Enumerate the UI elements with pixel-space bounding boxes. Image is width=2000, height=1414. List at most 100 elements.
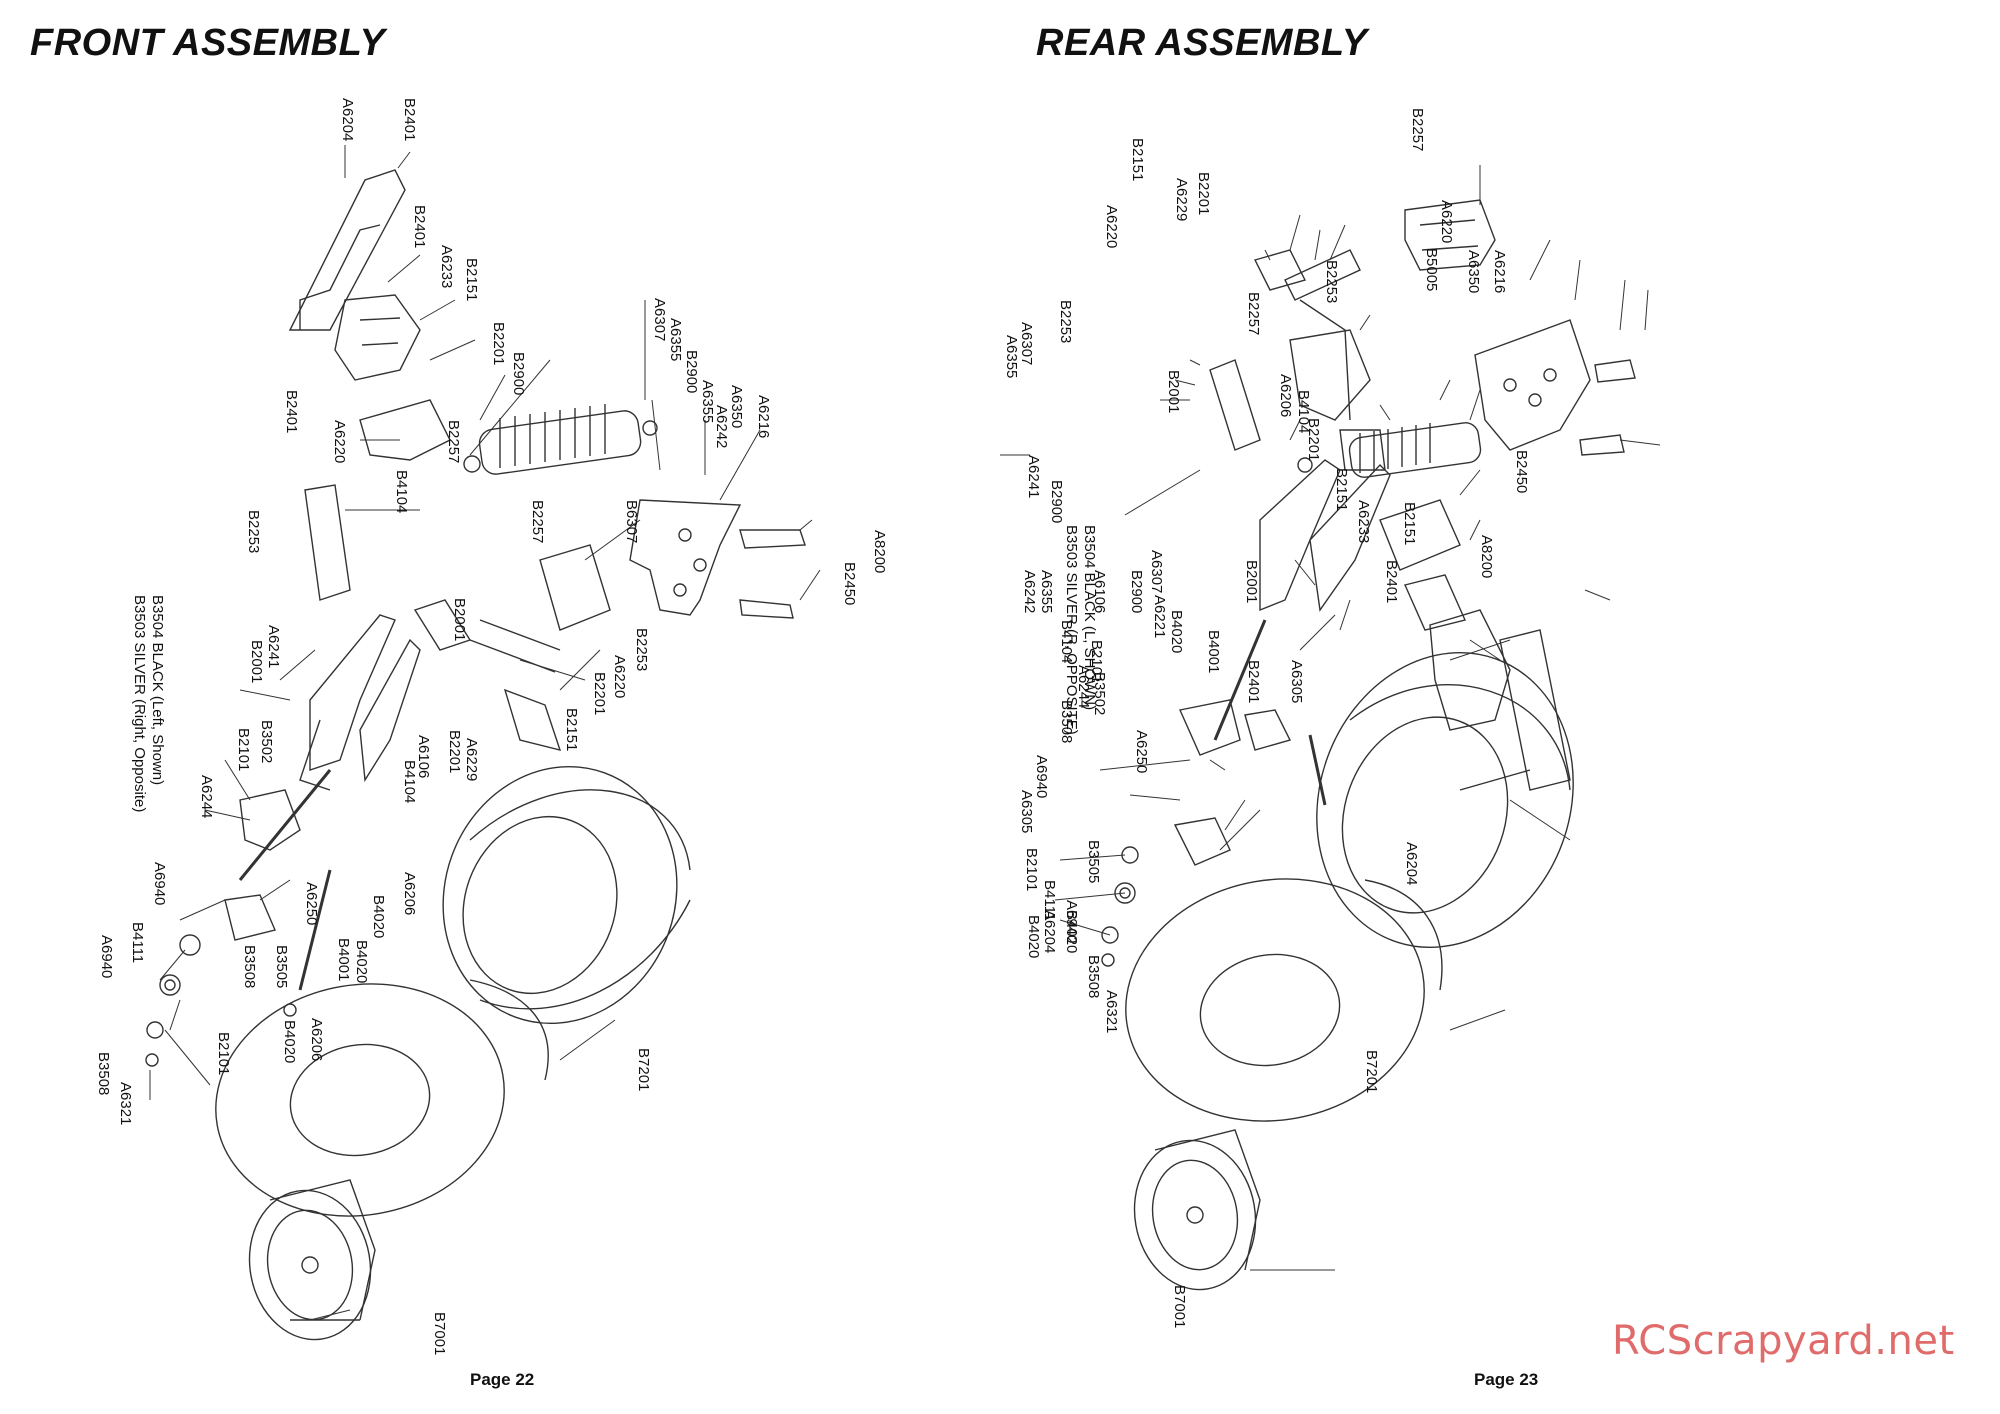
part-label: B2900: [683, 350, 700, 394]
page-title: FRONT ASSEMBLY: [30, 22, 386, 64]
part-label: B3508: [241, 945, 258, 989]
part-label: A6233: [438, 245, 455, 289]
part-label: B2253: [1323, 260, 1340, 304]
part-label: B3508: [95, 1052, 112, 1096]
part-label: B2450: [1513, 450, 1530, 494]
part-label: B2401: [1383, 560, 1400, 604]
part-label: B4104: [1058, 620, 1075, 664]
front-assembly-diagram: [145, 145, 821, 1341]
part-label: B2001: [1243, 560, 1260, 604]
part-label: B2401: [283, 390, 300, 434]
part-label: B2001: [1165, 370, 1182, 414]
part-label: B4020: [1168, 610, 1185, 654]
camber-link-part: [359, 399, 451, 461]
part-label: B4020: [353, 940, 370, 984]
part-label: A6355: [1038, 570, 1055, 614]
shock-part: [463, 404, 658, 475]
part-label: B2151: [463, 258, 480, 302]
part-label: B2401: [401, 98, 418, 142]
part-label: B2257: [445, 420, 462, 464]
bumper-part: [1429, 609, 1511, 731]
part-label: B3503 SILVER (Right, Opposite): [131, 595, 148, 813]
driveshaft-part: [238, 769, 332, 881]
part-label: A6321: [1103, 990, 1120, 1034]
part-label: B2257: [1245, 292, 1262, 336]
part-label: A6307: [1018, 322, 1035, 366]
part-label: B2401: [1245, 660, 1262, 704]
part-label: B4020: [1025, 915, 1042, 959]
part-label: B4020: [1063, 910, 1080, 954]
part-label: B3505: [273, 945, 290, 989]
tire-part: [1316, 652, 1574, 948]
part-label: B2201: [1195, 172, 1212, 216]
shock-part: [1297, 422, 1482, 478]
shock-tower-part: [1474, 319, 1591, 451]
part-label: A6241: [265, 625, 282, 669]
knuckle-part: [1179, 699, 1241, 756]
part-label: B2257: [529, 500, 546, 544]
part-label: B2001: [451, 598, 468, 642]
part-label: B2900: [1128, 570, 1145, 614]
foam-insert-part: [1125, 878, 1443, 1122]
part-label: B4104: [401, 760, 418, 804]
part-label: B7001: [431, 1312, 448, 1356]
part-label: A6216: [755, 395, 772, 439]
part-label: A6350: [1465, 250, 1482, 294]
part-label: B3508: [1085, 955, 1102, 999]
part-label: B4111: [129, 922, 146, 964]
part-label: B2001: [248, 640, 265, 684]
page-number: Page 23: [1474, 1370, 1539, 1389]
bulkhead-part: [334, 294, 421, 381]
steering-plate-part: [539, 544, 611, 631]
part-label: B2151: [563, 708, 580, 752]
part-label: B4020: [281, 1020, 298, 1064]
foam-insert-part: [215, 979, 549, 1217]
part-label: B3505: [1085, 840, 1102, 884]
lower-arm-part: [309, 614, 396, 771]
page-front-assembly: FRONT ASSEMBLY: [30, 22, 888, 1389]
part-label: A6940: [1033, 755, 1050, 799]
part-label: A6216: [1491, 250, 1508, 294]
part-label: B2401: [411, 205, 428, 249]
upper-arm-part: [288, 169, 406, 331]
part-label: A6204: [1041, 910, 1058, 954]
part-label: B4001: [1205, 630, 1222, 674]
part-label: B2151: [1333, 468, 1350, 512]
part-label: B3502: [1091, 672, 1108, 716]
part-label: A6305: [1288, 660, 1305, 704]
part-label: A6307: [651, 298, 668, 342]
tire-part: [442, 765, 691, 1025]
part-label: B2151: [1129, 138, 1146, 182]
page-title: REAR ASSEMBLY: [1036, 22, 1368, 64]
part-label: B2201: [1305, 418, 1322, 462]
part-label: A6220: [1438, 200, 1455, 244]
page-number: Page 22: [470, 1370, 535, 1389]
part-label: B2101: [215, 1032, 232, 1076]
part-label: A6250: [1133, 730, 1150, 774]
part-label: A8200: [1478, 535, 1495, 579]
part-label: B2151: [1401, 502, 1418, 546]
part-label: A6250: [303, 882, 320, 926]
part-label: B4001: [335, 938, 352, 982]
watermark: RCScrapyard.net: [1612, 1318, 1955, 1364]
part-label: A6206: [308, 1018, 325, 1062]
part-label: A6206: [1277, 374, 1294, 418]
part-label: B5005: [1423, 248, 1440, 292]
part-label: B4104: [393, 470, 410, 514]
part-label: A6305: [1018, 790, 1035, 834]
chassis-part: [304, 484, 351, 601]
part-label: A6307: [1148, 550, 1165, 594]
part-label: A8200: [871, 530, 888, 574]
part-label: A6229: [463, 738, 480, 782]
page-rear-assembly: REAR ASSEMBLY: [1000, 0, 2000, 1414]
part-label: A6220: [611, 655, 628, 699]
part-label: B2101: [235, 728, 252, 772]
lower-arm-part: [1259, 459, 1341, 612]
rear-assembly-diagram: [1000, 165, 1661, 1291]
driveshaft-part: [1213, 619, 1267, 741]
part-label: B2201: [591, 672, 608, 716]
part-label: A6221: [1151, 595, 1168, 639]
part-label: A6206: [401, 872, 418, 916]
part-label: A6321: [117, 1082, 134, 1126]
part-label: A6220: [331, 420, 348, 464]
